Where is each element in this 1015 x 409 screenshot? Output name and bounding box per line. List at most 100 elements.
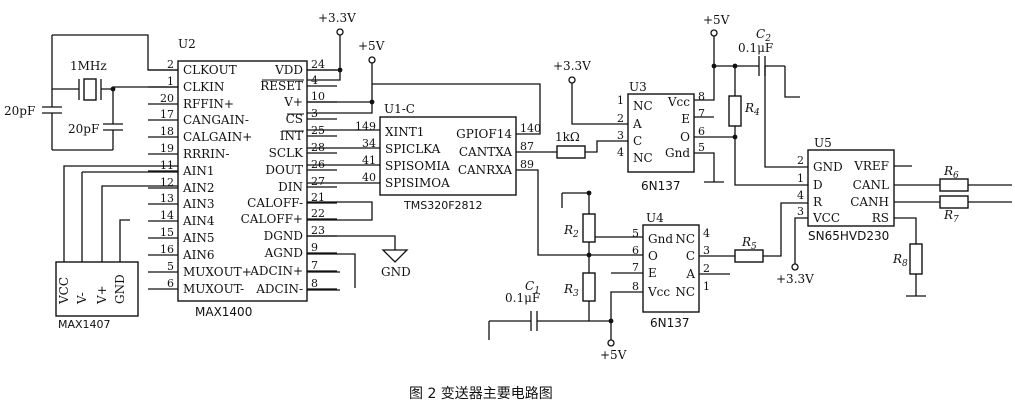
cap1-label: 20pF <box>4 104 35 118</box>
u2-left-pin-name: AIN6 <box>182 248 215 262</box>
u2-right-pin-name: DOUT <box>265 163 303 177</box>
u2-right-pin-name: ADCIN+ <box>249 264 303 278</box>
u5-right-pin-name: VREF <box>853 159 889 173</box>
c2-ref: C2 <box>756 27 771 44</box>
u2-left-pin-number: 16 <box>160 243 174 256</box>
u5-left-pin-name: R <box>813 195 823 209</box>
c1-capacitor <box>488 311 589 340</box>
u2-right-pin-number: 7 <box>311 259 318 272</box>
u3-right-pin-name: Gnd <box>665 146 690 160</box>
u3-ref: U3 <box>629 80 647 94</box>
u2-left-pin-number: 13 <box>160 192 174 205</box>
r7-label: R7 <box>943 208 959 225</box>
r4-resistor <box>728 95 742 127</box>
u5-part: SN65HVD230 <box>808 229 889 243</box>
u2-left-pin-number: 6 <box>167 277 174 290</box>
max1407-pin-label: VCC <box>57 277 71 305</box>
u2-right-pin-name: V+ <box>283 95 303 109</box>
u4-ref: U4 <box>646 211 664 225</box>
v33-u3-label: +3.3V <box>553 59 591 73</box>
u2-right-pin-number: 9 <box>311 241 318 254</box>
u4-left-pin-name: Vcc <box>647 285 670 299</box>
u1-right-pin-name: GPIOF14 <box>456 127 512 141</box>
v5-bottom-terminal <box>607 339 615 347</box>
u3-right-pin-name: E <box>681 112 690 126</box>
u2-left-pin-number: 2 <box>167 58 174 71</box>
r3-resistor <box>582 272 596 302</box>
u2-right-pin-name: ADCIN- <box>255 282 303 296</box>
u4-right-pin-name: NC <box>675 232 695 246</box>
u3-left-pin-number: 3 <box>617 129 624 142</box>
u4-right-pin-number: 3 <box>703 244 710 257</box>
v5-u3-label: +5V <box>703 13 730 27</box>
u3-left-pin-number: 4 <box>617 146 624 159</box>
v33-u5-label: +3.3V <box>776 272 814 286</box>
u3-right-pin-number: 5 <box>698 141 705 154</box>
c1-value: 0.1μF <box>505 291 540 305</box>
u2-left-pin-name: AIN5 <box>182 231 215 245</box>
u1-right-pin-name: CANRXA <box>458 163 512 177</box>
v33-u5-terminal <box>791 263 799 271</box>
u3-out-wire <box>694 126 808 186</box>
u3-left-pin-name: C <box>633 134 642 148</box>
u5-right-pin-name: RS <box>872 211 889 225</box>
u1-right-pin-name: CANTXA <box>459 145 512 159</box>
u1-ref: U1-C <box>384 102 415 116</box>
u4-left-pin-number: 8 <box>632 280 639 293</box>
u3-left-pin-name: NC <box>633 99 653 113</box>
u2-right-pin-number: 22 <box>311 207 325 220</box>
c2-gnd-wire <box>784 66 800 98</box>
u1-left-pin-number: 34 <box>362 137 376 150</box>
u2-right-pin-name: AGND <box>264 246 303 260</box>
u2-right-pin-number: 21 <box>311 191 325 204</box>
v33-top-label: +3.3V <box>318 11 356 25</box>
c1-ref: C1 <box>525 279 540 296</box>
u1-left-pin-name: XINT1 <box>385 125 424 139</box>
u5-left-pin-number: 2 <box>797 154 804 167</box>
max1407-pin-label: GND <box>113 274 127 304</box>
u4-right-pin-name: C <box>686 249 695 263</box>
u4-right-pin-number: 1 <box>703 280 710 293</box>
max-wire-vplus <box>101 185 178 262</box>
u2-left-pin-name: MUXOUT+ <box>183 265 252 279</box>
u2-left-pin-name: CANGAIN- <box>183 113 249 127</box>
cap-20pf-right <box>103 101 123 150</box>
u2-left-pin-number: 5 <box>167 260 174 273</box>
u2-ref: U2 <box>178 37 196 51</box>
u5-left-pin-name: D <box>813 178 823 192</box>
u2-left-pin-number: 19 <box>160 142 174 155</box>
figure-caption: 图 2 变送器主要电路图 <box>409 386 553 402</box>
canrx-wire <box>516 169 643 256</box>
u5-left-pin-number: 4 <box>797 189 804 202</box>
u1-right-pin-number: 87 <box>520 140 534 153</box>
dgnd-wire <box>307 235 396 250</box>
u2-right-pin-name: RESET <box>260 79 303 93</box>
r5-to-u5 <box>763 202 808 257</box>
u1-part: TMS320F2812 <box>403 199 483 212</box>
u4-right-pin-number: 2 <box>703 262 710 275</box>
spi-wires <box>307 129 380 184</box>
u1-left-pin-number: 41 <box>362 154 376 167</box>
u2-left-pin-name: RRRIN- <box>183 147 229 161</box>
r2-label: R2 <box>563 223 579 240</box>
r6-label: R6 <box>943 164 959 181</box>
r2-resistor <box>582 213 596 243</box>
u2-right-pin-number: 27 <box>311 175 325 188</box>
u5-right-pin-name: CANL <box>853 178 889 192</box>
u3-left-pin-number: 1 <box>617 94 624 107</box>
c2-capacitor <box>735 56 785 76</box>
r5-resistor <box>734 249 764 263</box>
u2-right-pin-name: CS <box>286 112 303 126</box>
u4-left-pin-number: 5 <box>632 227 639 240</box>
u4-right-pin-name: A <box>685 267 695 281</box>
u3-gnd-wire <box>694 152 715 182</box>
u3-right-pin-number: 6 <box>698 125 705 138</box>
u4-right-pin-name: NC <box>675 285 695 299</box>
u2-left-pin-number: 15 <box>160 226 174 239</box>
crystal-icon <box>78 78 102 101</box>
cap2-label: 20pF <box>68 122 99 136</box>
